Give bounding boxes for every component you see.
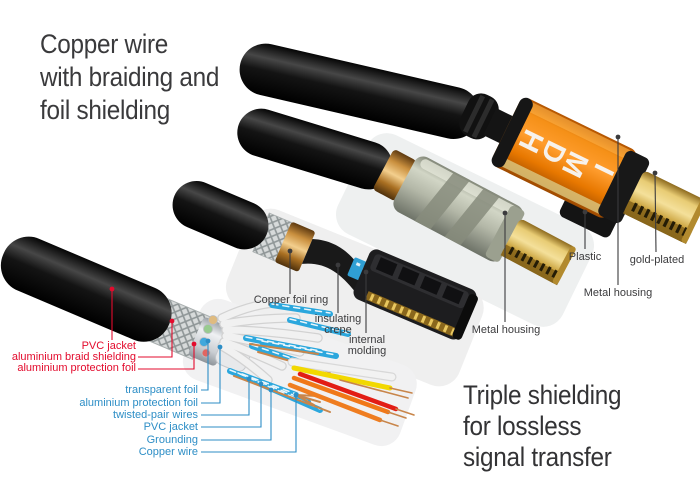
- label-copper-wire: Copper wire: [138, 446, 198, 458]
- label-line: internal: [348, 334, 386, 346]
- headline-line: foil shielding: [40, 95, 170, 125]
- copper-foil-ring-art: [275, 222, 315, 272]
- footnote-line: Triple shielding: [463, 380, 622, 410]
- footnote-line: for lossless: [463, 411, 582, 441]
- label-aluminium-protection-foil-inner: aluminium protection foil: [79, 397, 198, 409]
- leader-lines: [111, 138, 657, 453]
- pvc-jacket-art: [0, 236, 172, 342]
- headline-line: with braiding and: [40, 62, 220, 92]
- label-grounding: Grounding: [146, 434, 198, 446]
- metal-housing-plug-illustration: [373, 150, 576, 286]
- label-pvc-jacket-inner: PVC jacket: [143, 421, 198, 433]
- insulating-crepe-art: [301, 239, 368, 292]
- label-copper-foil-ring: Copper foil ring: [253, 294, 329, 306]
- label-line: crepe: [324, 324, 352, 336]
- label-aluminium-braid-shielding: aluminium braid shielding: [11, 351, 136, 363]
- label-insulating-crepe: insulating crepe: [315, 314, 361, 336]
- internal-molding-art: [353, 249, 478, 340]
- label-line: molding: [347, 345, 387, 357]
- label-line: insulating: [314, 313, 362, 325]
- headline-line: Copper wire: [40, 29, 169, 59]
- copper-ring-art: [373, 150, 416, 201]
- opened-connector-illustration: [172, 181, 478, 340]
- footnote: Triple shielding for lossless signal tra…: [463, 380, 621, 473]
- label-transparent-foil: transparent foil: [125, 384, 198, 396]
- label-internal-molding: internal molding: [348, 335, 387, 357]
- label-metal-housing-center: Metal housing: [471, 324, 541, 336]
- hdmi-plug-illustration: HDMI: [459, 93, 700, 245]
- label-plastic: Plastic: [568, 251, 602, 263]
- label-metal-housing-right: Metal housing: [583, 287, 653, 299]
- orange-metal-housing-art: [491, 97, 650, 223]
- cable-top: [239, 43, 480, 140]
- label-gold-plated: gold-plated: [629, 254, 685, 266]
- leader-dots: [109, 134, 658, 398]
- footnote-line: signal transfer: [463, 442, 612, 472]
- gold-tip-art: [500, 219, 576, 286]
- label-twisted-pair-wires: twisted-pair wires: [113, 409, 198, 421]
- gold-plated-tip-art: [623, 171, 700, 245]
- cable-middle: [237, 108, 393, 190]
- headline: Copper wire with braiding and foil shiel…: [40, 28, 219, 127]
- label-aluminium-protection-foil-outer: aluminium protection foil: [17, 362, 136, 374]
- label-pvc-jacket-outer: PVC jacket: [81, 340, 136, 352]
